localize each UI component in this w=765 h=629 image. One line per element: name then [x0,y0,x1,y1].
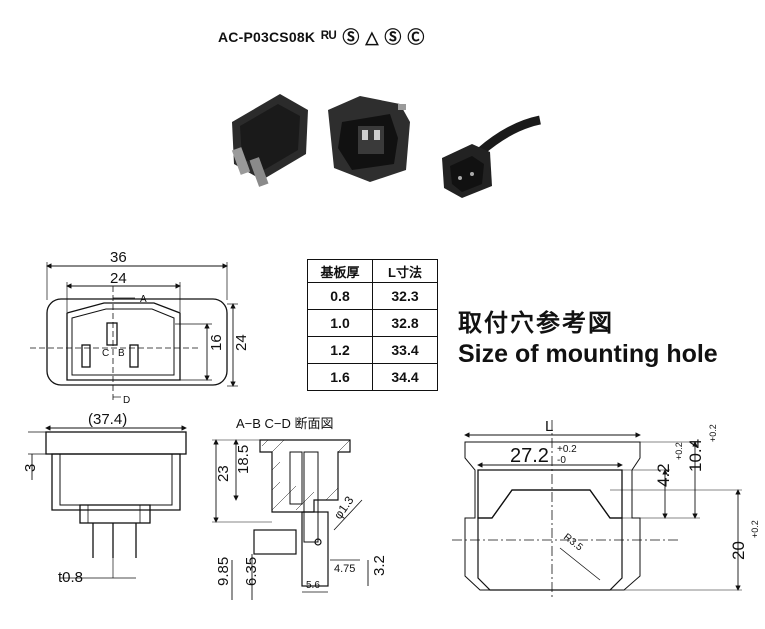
dim-thickness-0-8: t0.8 [58,569,83,586]
header-l-dimension: L寸法 [372,259,438,283]
pse-mark-icon: △ [365,27,379,47]
csa-mark-icon: Ⓢ [342,27,360,47]
dim-l: L [545,418,553,435]
connector-photo [442,115,541,198]
table-cell: 0.8 [307,282,373,310]
dim-20: 20 [729,541,748,560]
table-row: 1.0 32.8 [307,309,438,337]
pcb-thickness-table: 基板厚 L寸法 0.8 32.3 1.0 32.8 1.2 33.4 1.6 3… [307,259,438,391]
table-cell: 33.4 [372,336,438,364]
dim-height-24: 24 [233,334,250,351]
dim-phi-1-3: φ1.3 [331,493,357,521]
model-number: AC-P03CS08K [218,29,316,45]
table-cell: 1.0 [307,309,373,337]
table-row: 0.8 32.3 [307,282,438,310]
product-photos [231,94,541,198]
inlet-photo-front [328,96,410,182]
table-cell: 34.4 [372,363,438,391]
product-header: AC-P03CS08K ᴿᵁ Ⓢ △ Ⓢ Ⓒ [218,25,424,49]
table-cell: 1.6 [307,363,373,391]
dim-4-2: 4.2 [654,463,673,487]
dim-27-2-tol-plus: +0.2 [557,444,577,455]
mounting-hole-drawing [452,420,742,600]
dim-5-6: 5.6 [306,580,320,591]
dim-20-tol: +0.2 [750,520,760,538]
section-label-b: B [118,348,125,359]
dim-width-36: 36 [110,249,127,266]
dim-height-16: 16 [208,334,225,351]
section-label-a: A [140,294,147,305]
mounting-hole-title-en: Size of mounting hole [458,340,718,368]
front-view-drawing [30,262,238,400]
dim-27-2: 27.2 [510,445,549,467]
table-cell: 32.3 [372,282,438,310]
dim-23: 23 [215,465,232,482]
dim-18-5: 18.5 [235,445,252,474]
table-row: 1.6 34.4 [307,363,438,391]
section-label-d: D [123,395,130,406]
dim-4-2-tol: +0.2 [674,442,684,460]
dim-4-75: 4.75 [334,563,355,575]
dim-6-35: 6.35 [243,557,260,586]
bottom-view-drawing [28,425,187,579]
header-board-thickness: 基板厚 [307,259,373,283]
table-row: 1.2 33.4 [307,336,438,364]
dim-9-85: 9.85 [215,557,232,586]
dim-radius: R3.5 [561,532,585,554]
table-cell: 1.2 [307,336,373,364]
section-view-drawing [212,439,369,600]
dim-3-2: 3.2 [371,555,388,576]
dim-width-24: 24 [110,270,127,287]
section-label-c: C [102,348,109,359]
section-view-label: A−B C−D 断面図 [236,416,334,431]
dim-height-3: 3 [22,464,39,472]
dim-10-4: 10.4 [686,439,705,472]
s-mark-icon: Ⓢ [384,27,402,47]
dim-width-37-4: (37.4) [88,411,127,428]
ccc-mark-icon: Ⓒ [407,27,425,47]
dim-27-2-tol-minus: -0 [557,455,566,466]
dim-10-4-tol: +0.2 [708,424,718,442]
inlet-photo-angled [231,94,308,187]
ul-recognized-mark-icon: ᴿᵁ [321,27,337,47]
mounting-hole-title-cn: 取付穴参考図 [458,308,614,337]
